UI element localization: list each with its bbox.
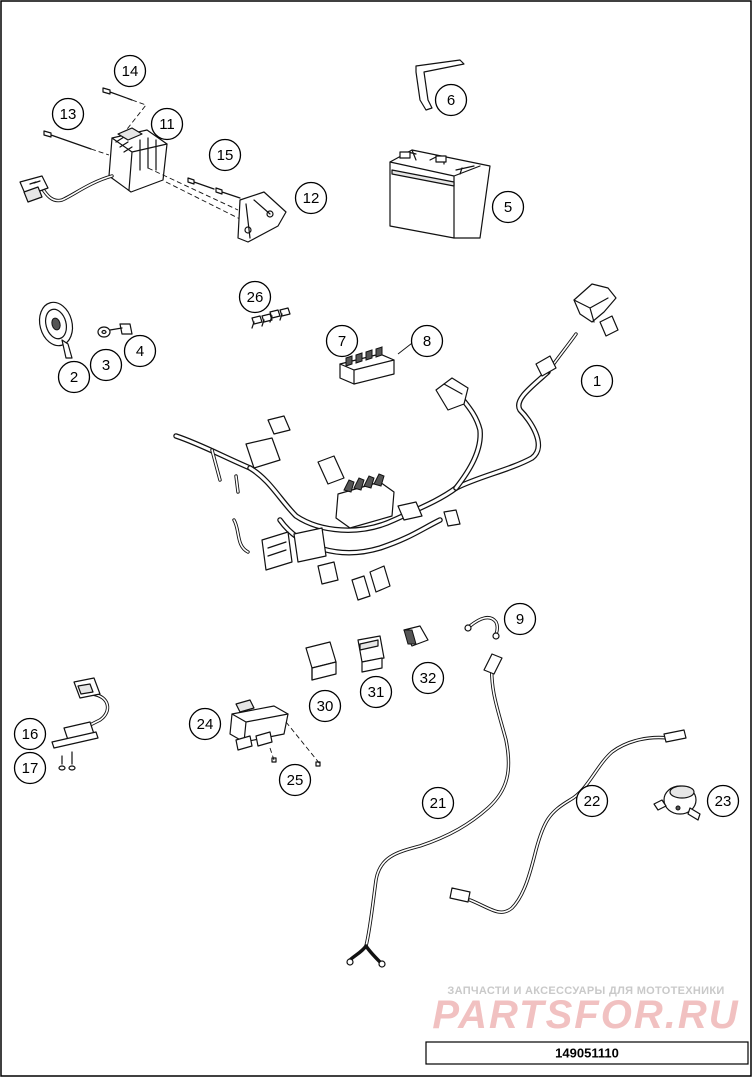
callout-16: 16 <box>13 717 47 751</box>
callout-23: 23 <box>706 784 740 818</box>
ground-cable <box>464 615 500 640</box>
callout-circle <box>580 364 614 398</box>
callout-32: 32 <box>411 661 445 695</box>
callout-25: 25 <box>278 763 312 797</box>
callout-circle <box>123 334 157 368</box>
callout-number: 2 <box>70 369 78 386</box>
callout-circle <box>421 786 455 820</box>
callout-circle <box>410 324 444 358</box>
callout-1: 1 <box>580 364 614 398</box>
callout-circle <box>359 675 393 709</box>
callout-circle <box>294 181 328 215</box>
relay-31 <box>357 635 385 673</box>
starter-solenoid <box>653 785 701 821</box>
callout-number: 13 <box>60 106 77 123</box>
callout-number: 5 <box>504 199 512 216</box>
callout-circle <box>706 784 740 818</box>
callout-number: 1 <box>593 373 601 390</box>
terminals <box>251 307 291 329</box>
cable-21 <box>346 653 511 968</box>
callout-number: 3 <box>102 357 110 374</box>
callout-number: 15 <box>217 147 234 164</box>
fuse-block <box>339 339 417 385</box>
callout-24: 24 <box>188 707 222 741</box>
callout-circle <box>308 689 342 723</box>
callout-circle <box>208 138 242 172</box>
callout-circle <box>325 324 359 358</box>
drawing-number-box: 149051110 <box>425 1041 749 1065</box>
callout-circle <box>150 107 184 141</box>
callout-6: 6 <box>434 83 468 117</box>
callout-circle <box>51 97 85 131</box>
callout-number: 24 <box>197 716 214 733</box>
callout-5: 5 <box>491 190 525 224</box>
battery <box>389 149 491 239</box>
callout-12: 12 <box>294 181 328 215</box>
callout-number: 16 <box>22 726 39 743</box>
callout-circle <box>411 661 445 695</box>
callout-number: 12 <box>303 190 320 207</box>
relay-30 <box>305 641 337 681</box>
control-unit <box>229 699 321 767</box>
callout-circle <box>188 707 222 741</box>
voltage-regulator-assembly <box>19 87 287 243</box>
callout-22: 22 <box>575 784 609 818</box>
callout-number: 22 <box>584 793 601 810</box>
callout-number: 32 <box>420 670 437 687</box>
main-wiring-harness <box>173 283 619 601</box>
callout-number: 4 <box>136 343 144 360</box>
callout-number: 9 <box>516 611 524 628</box>
callout-circle <box>491 190 525 224</box>
callout-circle <box>13 751 47 785</box>
watermark-brand: PARTSFOR.RU <box>432 993 739 1037</box>
callout-11: 11 <box>150 107 184 141</box>
callout-number: 26 <box>247 289 264 306</box>
callout-number: 6 <box>447 92 455 109</box>
callout-3: 3 <box>89 348 123 382</box>
callout-21: 21 <box>421 786 455 820</box>
callout-number: 7 <box>338 333 346 350</box>
callout-circle <box>13 717 47 751</box>
callout-30: 30 <box>308 689 342 723</box>
callout-26: 26 <box>238 280 272 314</box>
callout-circle <box>434 83 468 117</box>
callout-9: 9 <box>503 602 537 636</box>
callout-13: 13 <box>51 97 85 131</box>
callout-number: 25 <box>287 772 304 789</box>
callout-17: 17 <box>13 751 47 785</box>
callout-7: 7 <box>325 324 359 358</box>
callout-31: 31 <box>359 675 393 709</box>
horn <box>38 301 133 359</box>
callout-8: 8 <box>410 324 444 358</box>
callout-14: 14 <box>113 54 147 88</box>
callout-number: 8 <box>423 333 431 350</box>
callout-circle <box>503 602 537 636</box>
callout-number: 21 <box>430 795 447 812</box>
battery-strap <box>415 59 465 111</box>
callout-number: 11 <box>159 116 175 133</box>
callout-number: 17 <box>22 760 39 777</box>
callout-number: 31 <box>368 684 385 701</box>
callout-4: 4 <box>123 334 157 368</box>
drawing-number: 149051110 <box>555 1046 619 1061</box>
callout-2: 2 <box>57 360 91 394</box>
callout-circle <box>278 763 312 797</box>
watermark: ЗАПЧАСТИ И АКСЕССУАРЫ ДЛЯ МОТОТЕХНИКИ PA… <box>432 985 739 1037</box>
callout-number: 14 <box>122 63 139 80</box>
watermark-caption: ЗАПЧАСТИ И АКСЕССУАРЫ ДЛЯ МОТОТЕХНИКИ <box>447 985 724 997</box>
callout-number: 30 <box>317 698 334 715</box>
callout-circle <box>89 348 123 382</box>
callout-circle <box>238 280 272 314</box>
callout-circle <box>57 360 91 394</box>
callout-circle <box>575 784 609 818</box>
cable-22 <box>449 729 687 914</box>
callout-circle <box>113 54 147 88</box>
callout-number: 23 <box>715 793 732 810</box>
sensor-assembly <box>51 677 110 771</box>
relay-32 <box>403 625 429 647</box>
callout-15: 15 <box>208 138 242 172</box>
